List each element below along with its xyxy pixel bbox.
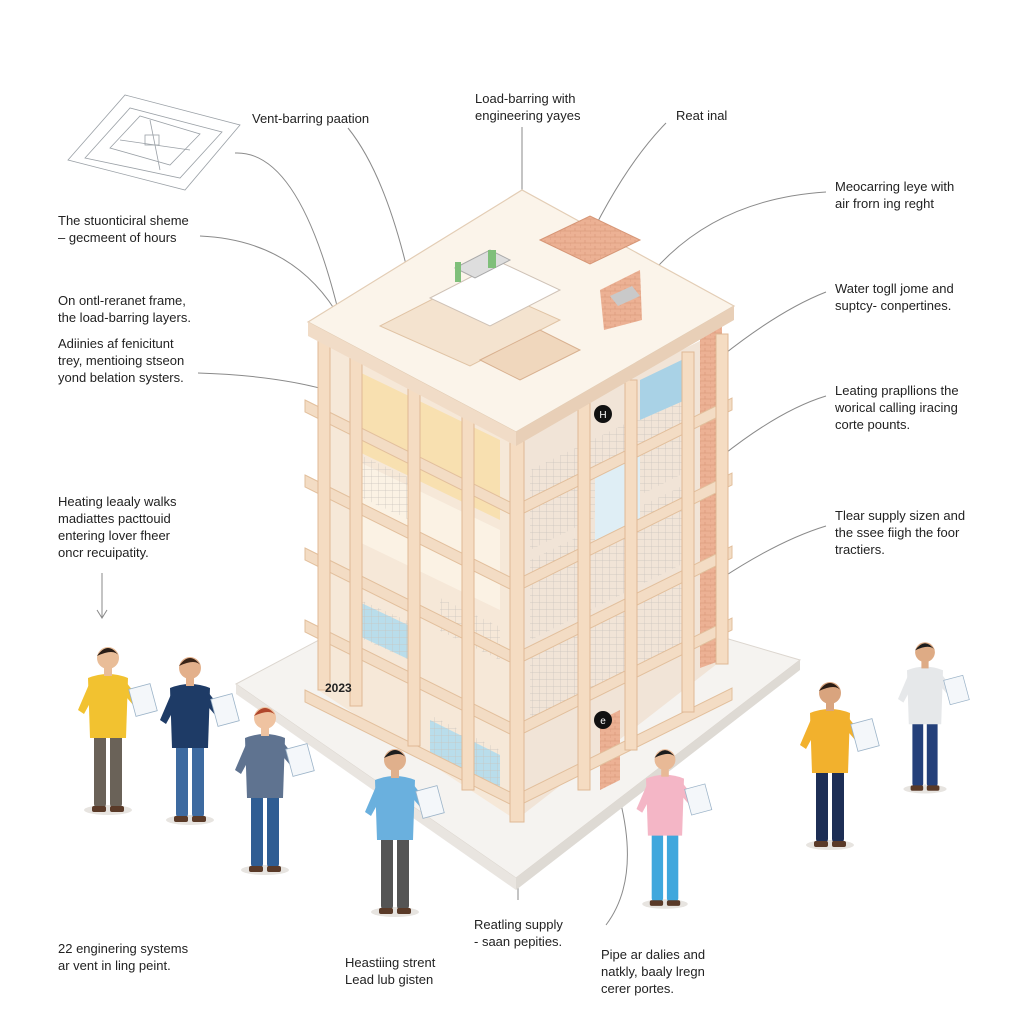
annotation-left-1: The stuonticiral sheme – gecmeent of hou… <box>58 212 189 246</box>
annotation-line: trey, mentioing stseon <box>58 353 185 368</box>
person-figure <box>800 682 880 850</box>
annotation-line: Meocarring leye with <box>835 179 955 194</box>
person-figure <box>365 749 445 917</box>
annotation-line: yond belation systers. <box>58 370 184 385</box>
roof <box>306 189 736 446</box>
annotation-left-2: On ontl-reranet frame, the load-barring … <box>58 292 191 326</box>
annotation-bottom-right: Pipe ar dalies and natkly, baaly lregn c… <box>601 946 705 997</box>
annotation-line: Leating prapllions the <box>835 383 959 398</box>
annotation-bottom-left: 22 enginering systems ar vent in ling pe… <box>58 940 188 974</box>
people-group <box>78 642 970 917</box>
annotation-line: Reat inal <box>676 108 728 123</box>
annotation-line: Vent-barring paation <box>252 111 370 126</box>
annotation-line: Reatling supply <box>474 917 563 932</box>
annotation-line: Heastiing strent <box>345 955 436 970</box>
annotation-line: On ontl-reranet frame, <box>58 293 186 308</box>
annotation-line: 22 enginering systems <box>58 941 189 956</box>
annotation-line: Water togll jome and <box>835 281 954 296</box>
annotation-right-2: Water togll jome and suptcy- conpertines… <box>835 280 954 314</box>
annotation-top-right: Reat inal <box>676 107 727 124</box>
annotation-right-4: Tlear supply sizen and the ssee fiigh th… <box>835 507 965 558</box>
annotation-line: ar vent in ling peint. <box>58 958 171 973</box>
annotation-line: suptcy- conpertines. <box>835 298 952 313</box>
annotation-line: the ssee fiigh the foor <box>835 525 960 540</box>
annotation-line: natkly, baaly lregn <box>601 964 705 979</box>
annotation-line: oncr recuipatity. <box>58 545 149 560</box>
annotation-line: Load-barring with <box>475 91 576 106</box>
annotation-top-center: Load-barring with engineering yayes <box>475 90 581 124</box>
annotation-right-3: Leating prapllions the worical calling i… <box>835 382 959 433</box>
annotation-line: cerer portes. <box>601 981 674 996</box>
annotation-line: – gecmeent of hours <box>58 230 177 245</box>
columns <box>317 333 729 823</box>
annotation-top-left: Vent-barring paation <box>252 110 369 127</box>
annotation-line: engineering yayes <box>475 108 581 123</box>
annotation-line: the load-barring layers. <box>58 310 191 325</box>
annotation-left-3: Adiinies af fenicitunt trey, mentioing s… <box>58 335 184 386</box>
annotation-line: corte pounts. <box>835 417 911 432</box>
annotation-line: Pipe ar dalies and <box>601 947 706 962</box>
annotation-line: entering lover fheer <box>58 528 171 543</box>
badge-lower-text: e <box>600 716 606 727</box>
site-plan-sketch <box>67 94 241 191</box>
annotation-line: The stuonticiral sheme <box>58 213 189 228</box>
annotation-line: air frorn ing reght <box>835 196 934 211</box>
year-tag: 2023 <box>325 681 352 695</box>
badge-upper <box>594 405 612 423</box>
annotation-line: tractiers. <box>835 542 885 557</box>
person-figure <box>898 642 970 794</box>
person-figure <box>235 707 315 875</box>
annotation-right-1: Meocarring leye with air frorn ing reght <box>835 178 954 212</box>
annotation-bottom-center: Reatling supply - saan pepities. <box>474 916 563 950</box>
person-figure <box>78 647 158 815</box>
person-figure <box>636 749 713 909</box>
annotation-left-4: Heating leaaly walks madiattes pacttouid… <box>58 493 177 561</box>
badge-upper-text: H <box>599 410 606 421</box>
person-figure <box>160 657 240 825</box>
annotation-line: Lead lub gisten <box>345 972 434 987</box>
annotation-bottom-center-left: Heastiing strent Lead lub gisten <box>345 954 435 988</box>
badge-lower <box>594 711 612 729</box>
annotation-line: Tlear supply sizen and <box>835 508 966 523</box>
annotation-line: madiattes pacttouid <box>58 511 171 526</box>
annotation-line: worical calling iracing <box>835 400 958 415</box>
annotation-line: Heating leaaly walks <box>58 494 177 509</box>
annotation-line: - saan pepities. <box>474 934 563 949</box>
annotation-line: Adiinies af fenicitunt <box>58 336 174 351</box>
